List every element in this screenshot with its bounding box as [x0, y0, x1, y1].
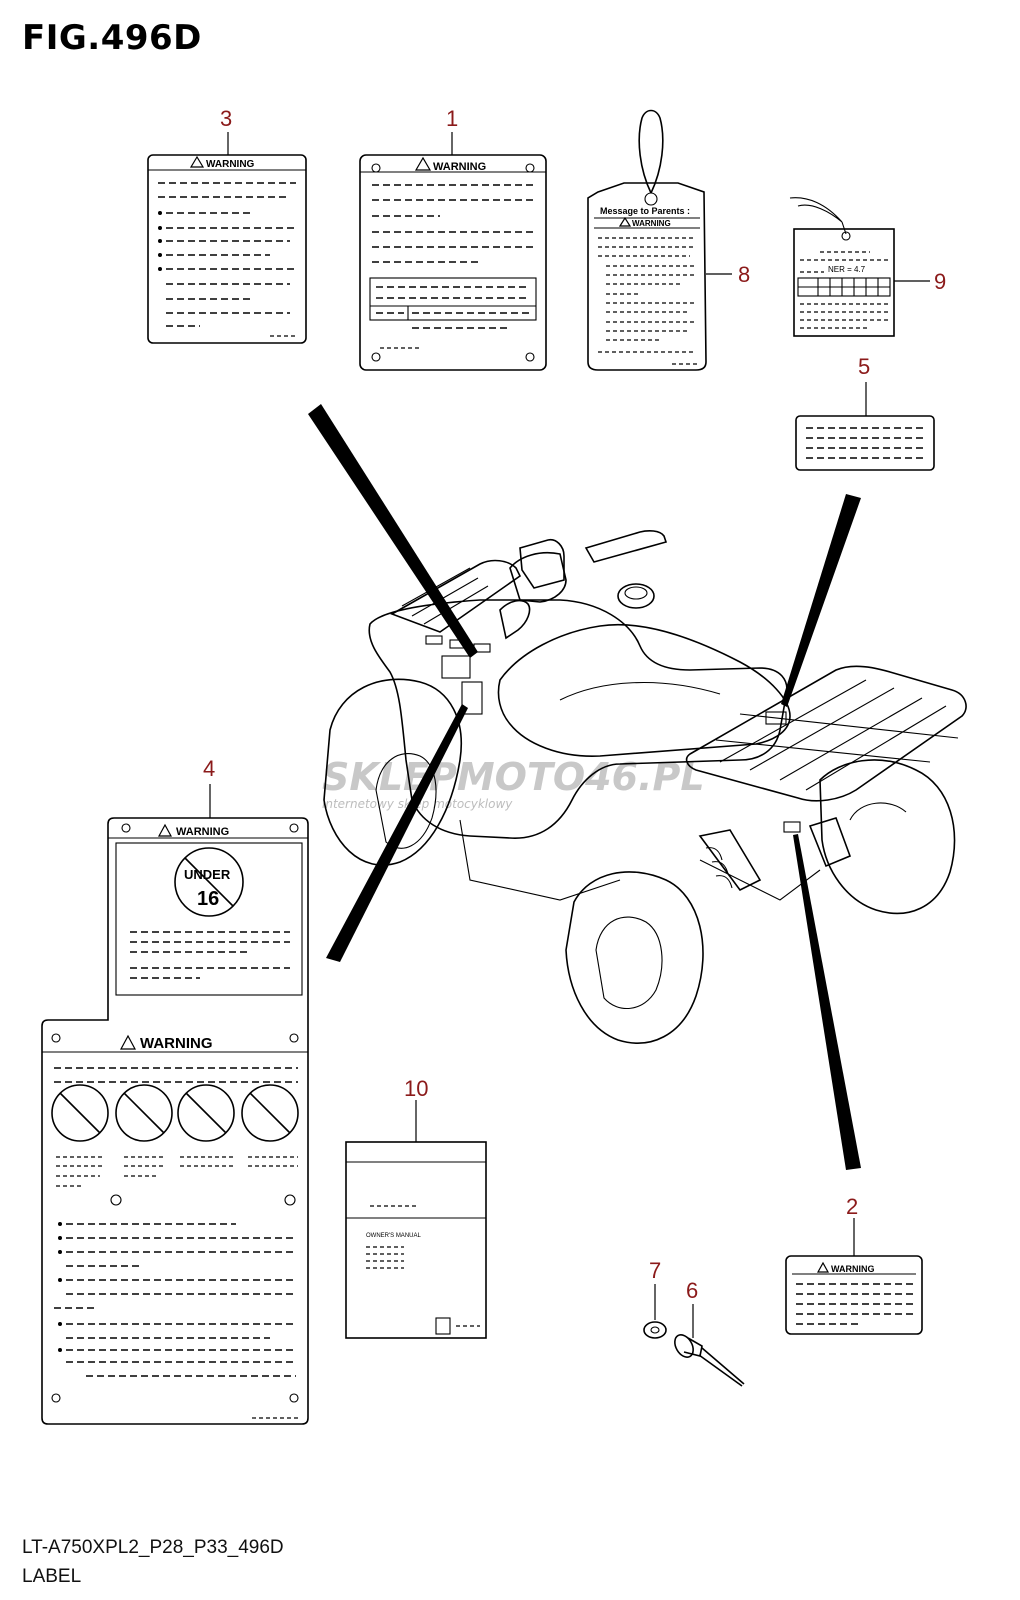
under-text: UNDER: [184, 867, 231, 882]
message-to-parents-text: Message to Parents :: [600, 206, 690, 216]
ner-text: NER = 4.7: [828, 265, 866, 274]
label-4[interactable]: WARNING UNDER 16 WARNING: [41, 817, 309, 1425]
warning-triangle-icon: [119, 1034, 137, 1050]
warning-text: WARNING: [206, 159, 255, 170]
label-1[interactable]: WARNING: [359, 154, 547, 371]
callout-4: 4: [203, 756, 215, 781]
leader-wedge-4: [326, 704, 468, 962]
warning-text: WARNING: [831, 1264, 875, 1274]
footer-caption: LABEL: [22, 1566, 82, 1587]
callout-9: 9: [934, 269, 946, 294]
label-5[interactable]: [795, 415, 935, 471]
watermark-brand: SKLEPMOTO46.PL: [322, 755, 705, 799]
prohibition-icon-1: [51, 1084, 109, 1142]
owners-manual-10[interactable]: OWNER'S MANUAL: [345, 1141, 487, 1339]
warning-text: WARNING: [632, 219, 671, 228]
suzuki-logo-icon: [435, 1317, 451, 1335]
label-2[interactable]: WARNING: [785, 1255, 923, 1335]
footer-code: LT-A750XPL2_P28_P33_496D: [22, 1537, 284, 1558]
washer-7[interactable]: [643, 1321, 667, 1339]
warning-text: WARNING: [433, 161, 486, 173]
prohibition-icon-3: [177, 1084, 235, 1142]
callout-10: 10: [404, 1076, 428, 1101]
prohibition-icon-2: [115, 1084, 173, 1142]
prohibition-icon-4: [241, 1084, 299, 1142]
callout-3: 3: [220, 106, 232, 131]
atv-illustration: [323, 530, 967, 1044]
leader-wedge-2: [793, 834, 861, 1170]
callout-5: 5: [858, 354, 870, 379]
callout-7: 7: [649, 1258, 661, 1283]
warning-text: WARNING: [140, 1035, 213, 1052]
warning-triangle-icon: [414, 156, 432, 171]
owners-manual-text: OWNER'S MANUAL: [366, 1233, 421, 1239]
warning-triangle-icon: [816, 1261, 830, 1273]
callout-2: 2: [846, 1194, 858, 1219]
age-text: 16: [197, 888, 219, 910]
warning-text: WARNING: [176, 826, 229, 838]
under-16-badge: [174, 847, 244, 917]
figure-title: FIG.496D: [22, 18, 202, 58]
label-3[interactable]: WARNING: [147, 154, 307, 344]
callout-1: 1: [446, 106, 458, 131]
label-9[interactable]: NER = 4.7: [789, 197, 895, 337]
warning-triangle-icon: [157, 823, 173, 837]
rivet-6[interactable]: [671, 1332, 745, 1387]
warning-triangle-icon: [618, 216, 632, 227]
label-8[interactable]: Message to Parents : WARNING: [587, 109, 707, 371]
leader-wedge-5: [781, 494, 861, 707]
leader-wedge-1: [308, 404, 478, 658]
callout-6: 6: [686, 1278, 698, 1303]
callout-8: 8: [738, 262, 750, 287]
warning-triangle-icon: [189, 155, 205, 168]
